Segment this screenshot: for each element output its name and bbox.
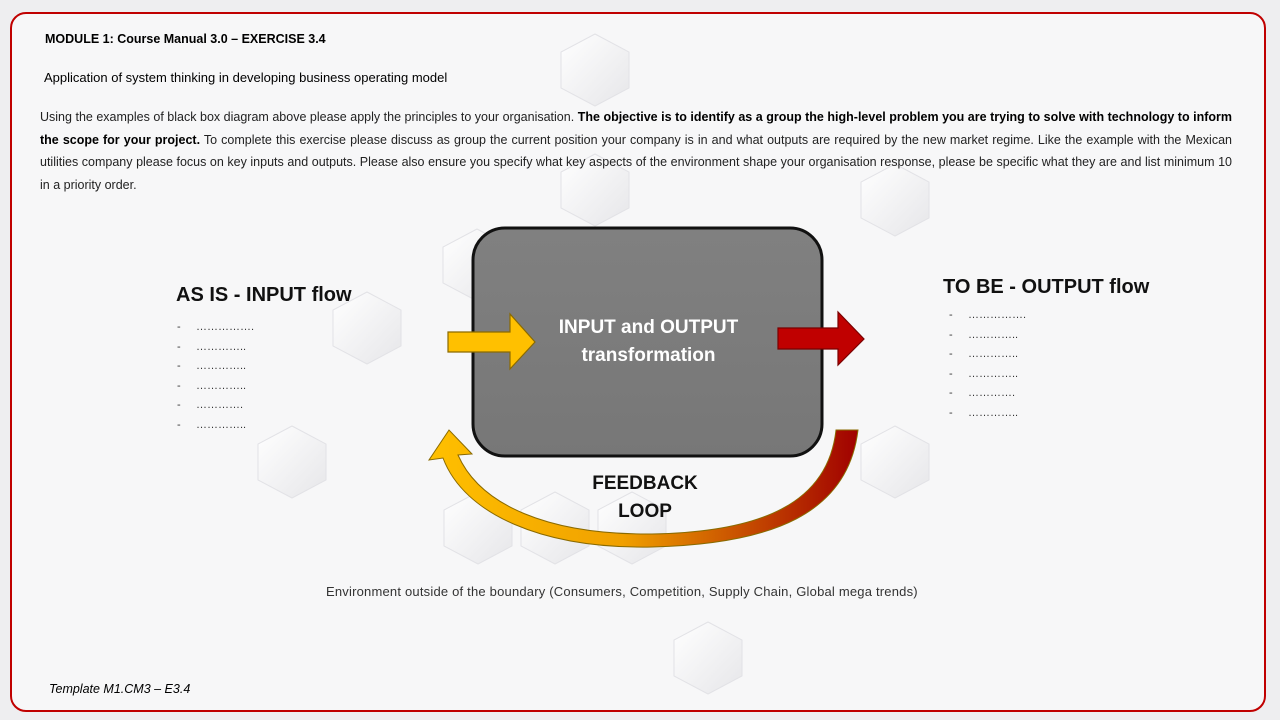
list-item: - ………….. — [949, 326, 1026, 346]
bullet-dash: - — [949, 348, 953, 360]
hexagon-shape — [560, 153, 630, 227]
list-item: - ………….. — [177, 416, 254, 436]
feedback-loop-arrow — [427, 429, 859, 548]
bullet-dash: - — [949, 309, 953, 321]
list-item-text: ………….. — [968, 367, 1019, 380]
list-item-text: ………….. — [196, 418, 247, 431]
bullet-dash: - — [177, 418, 181, 431]
input-flow-list: - ……………. - ………….. - ………….. - ………….. - …………. - ………….… — [177, 318, 254, 435]
output-flow-list: - ……………. - ………….. - ………….. - ………….. - …………. - ………….… — [949, 306, 1026, 423]
instructions-text-continued: To complete this exercise please discuss… — [40, 132, 1232, 192]
slide-frame: MODULE 1: Course Manual 3.0 – EXERCISE 3… — [10, 12, 1266, 712]
hexagon-shape — [560, 33, 630, 107]
transformation-label: INPUT and OUTPUT transformation — [522, 314, 775, 370]
list-item: - ………….. — [949, 365, 1026, 385]
feedback-label-line1: FEEDBACK — [592, 473, 698, 494]
list-item-text: ……………. — [196, 321, 255, 333]
list-item-text: ………….. — [968, 328, 1019, 341]
instructions-objective: The objective is to identify as a group … — [40, 110, 1232, 147]
module-title: MODULE 1: Course Manual 3.0 – EXERCISE 3… — [45, 32, 326, 46]
hexagon-shape — [860, 163, 930, 237]
hexagon-shape — [257, 425, 327, 499]
input-flow-title: AS IS - INPUT flow — [176, 284, 352, 306]
bullet-dash: - — [949, 367, 953, 380]
feedback-loop-label: FEEDBACK LOOP — [575, 470, 715, 526]
template-label: Template M1.CM3 – E3.4 — [49, 682, 191, 696]
output-arrow — [777, 310, 865, 367]
bullet-dash: - — [949, 387, 953, 399]
black-box-diagram — [427, 226, 865, 548]
list-item-text: ………….. — [196, 360, 247, 372]
hexagon-shape — [332, 291, 402, 365]
list-item: - ……………. — [177, 318, 254, 338]
hexagon-shape — [860, 425, 930, 499]
list-item: - ………….. — [177, 377, 254, 397]
list-item-text: …………. — [196, 399, 244, 411]
bullet-dash: - — [177, 379, 181, 392]
instructions-paragraph: Using the examples of black box diagram … — [40, 106, 1232, 196]
transformation-label-line1: INPUT and OUTPUT — [558, 317, 739, 338]
list-item-text: ……………. — [968, 309, 1027, 321]
bullet-dash: - — [177, 321, 181, 333]
environment-caption: Environment outside of the boundary (Con… — [326, 584, 918, 599]
list-item-text: ………….. — [196, 379, 247, 392]
bullet-dash: - — [177, 340, 181, 353]
list-item: - ………….. — [949, 345, 1026, 365]
bullet-dash: - — [177, 360, 181, 372]
list-item-text: ………….. — [968, 348, 1019, 360]
list-item: - ………….. — [177, 357, 254, 377]
list-item: - ………….. — [949, 404, 1026, 424]
output-flow-title: TO BE - OUTPUT flow — [943, 276, 1150, 298]
list-item-text: ………….. — [196, 340, 247, 353]
list-item: - ………….. — [177, 338, 254, 358]
bullet-dash: - — [949, 328, 953, 341]
list-item: - …………. — [177, 396, 254, 416]
input-arrow — [447, 312, 536, 371]
list-item: - …………. — [949, 384, 1026, 404]
instructions-text: Using the examples of black box diagram … — [40, 110, 578, 124]
bullet-dash: - — [177, 399, 181, 411]
hexagon-shape — [673, 621, 743, 695]
list-item: - ……………. — [949, 306, 1026, 326]
bullet-dash: - — [949, 406, 953, 419]
list-item-text: ………….. — [968, 406, 1019, 419]
list-item-text: …………. — [968, 387, 1016, 399]
transformation-label-line2: transformation — [581, 345, 716, 366]
exercise-subtitle: Application of system thinking in develo… — [44, 70, 448, 85]
feedback-label-line2: LOOP — [618, 501, 672, 522]
